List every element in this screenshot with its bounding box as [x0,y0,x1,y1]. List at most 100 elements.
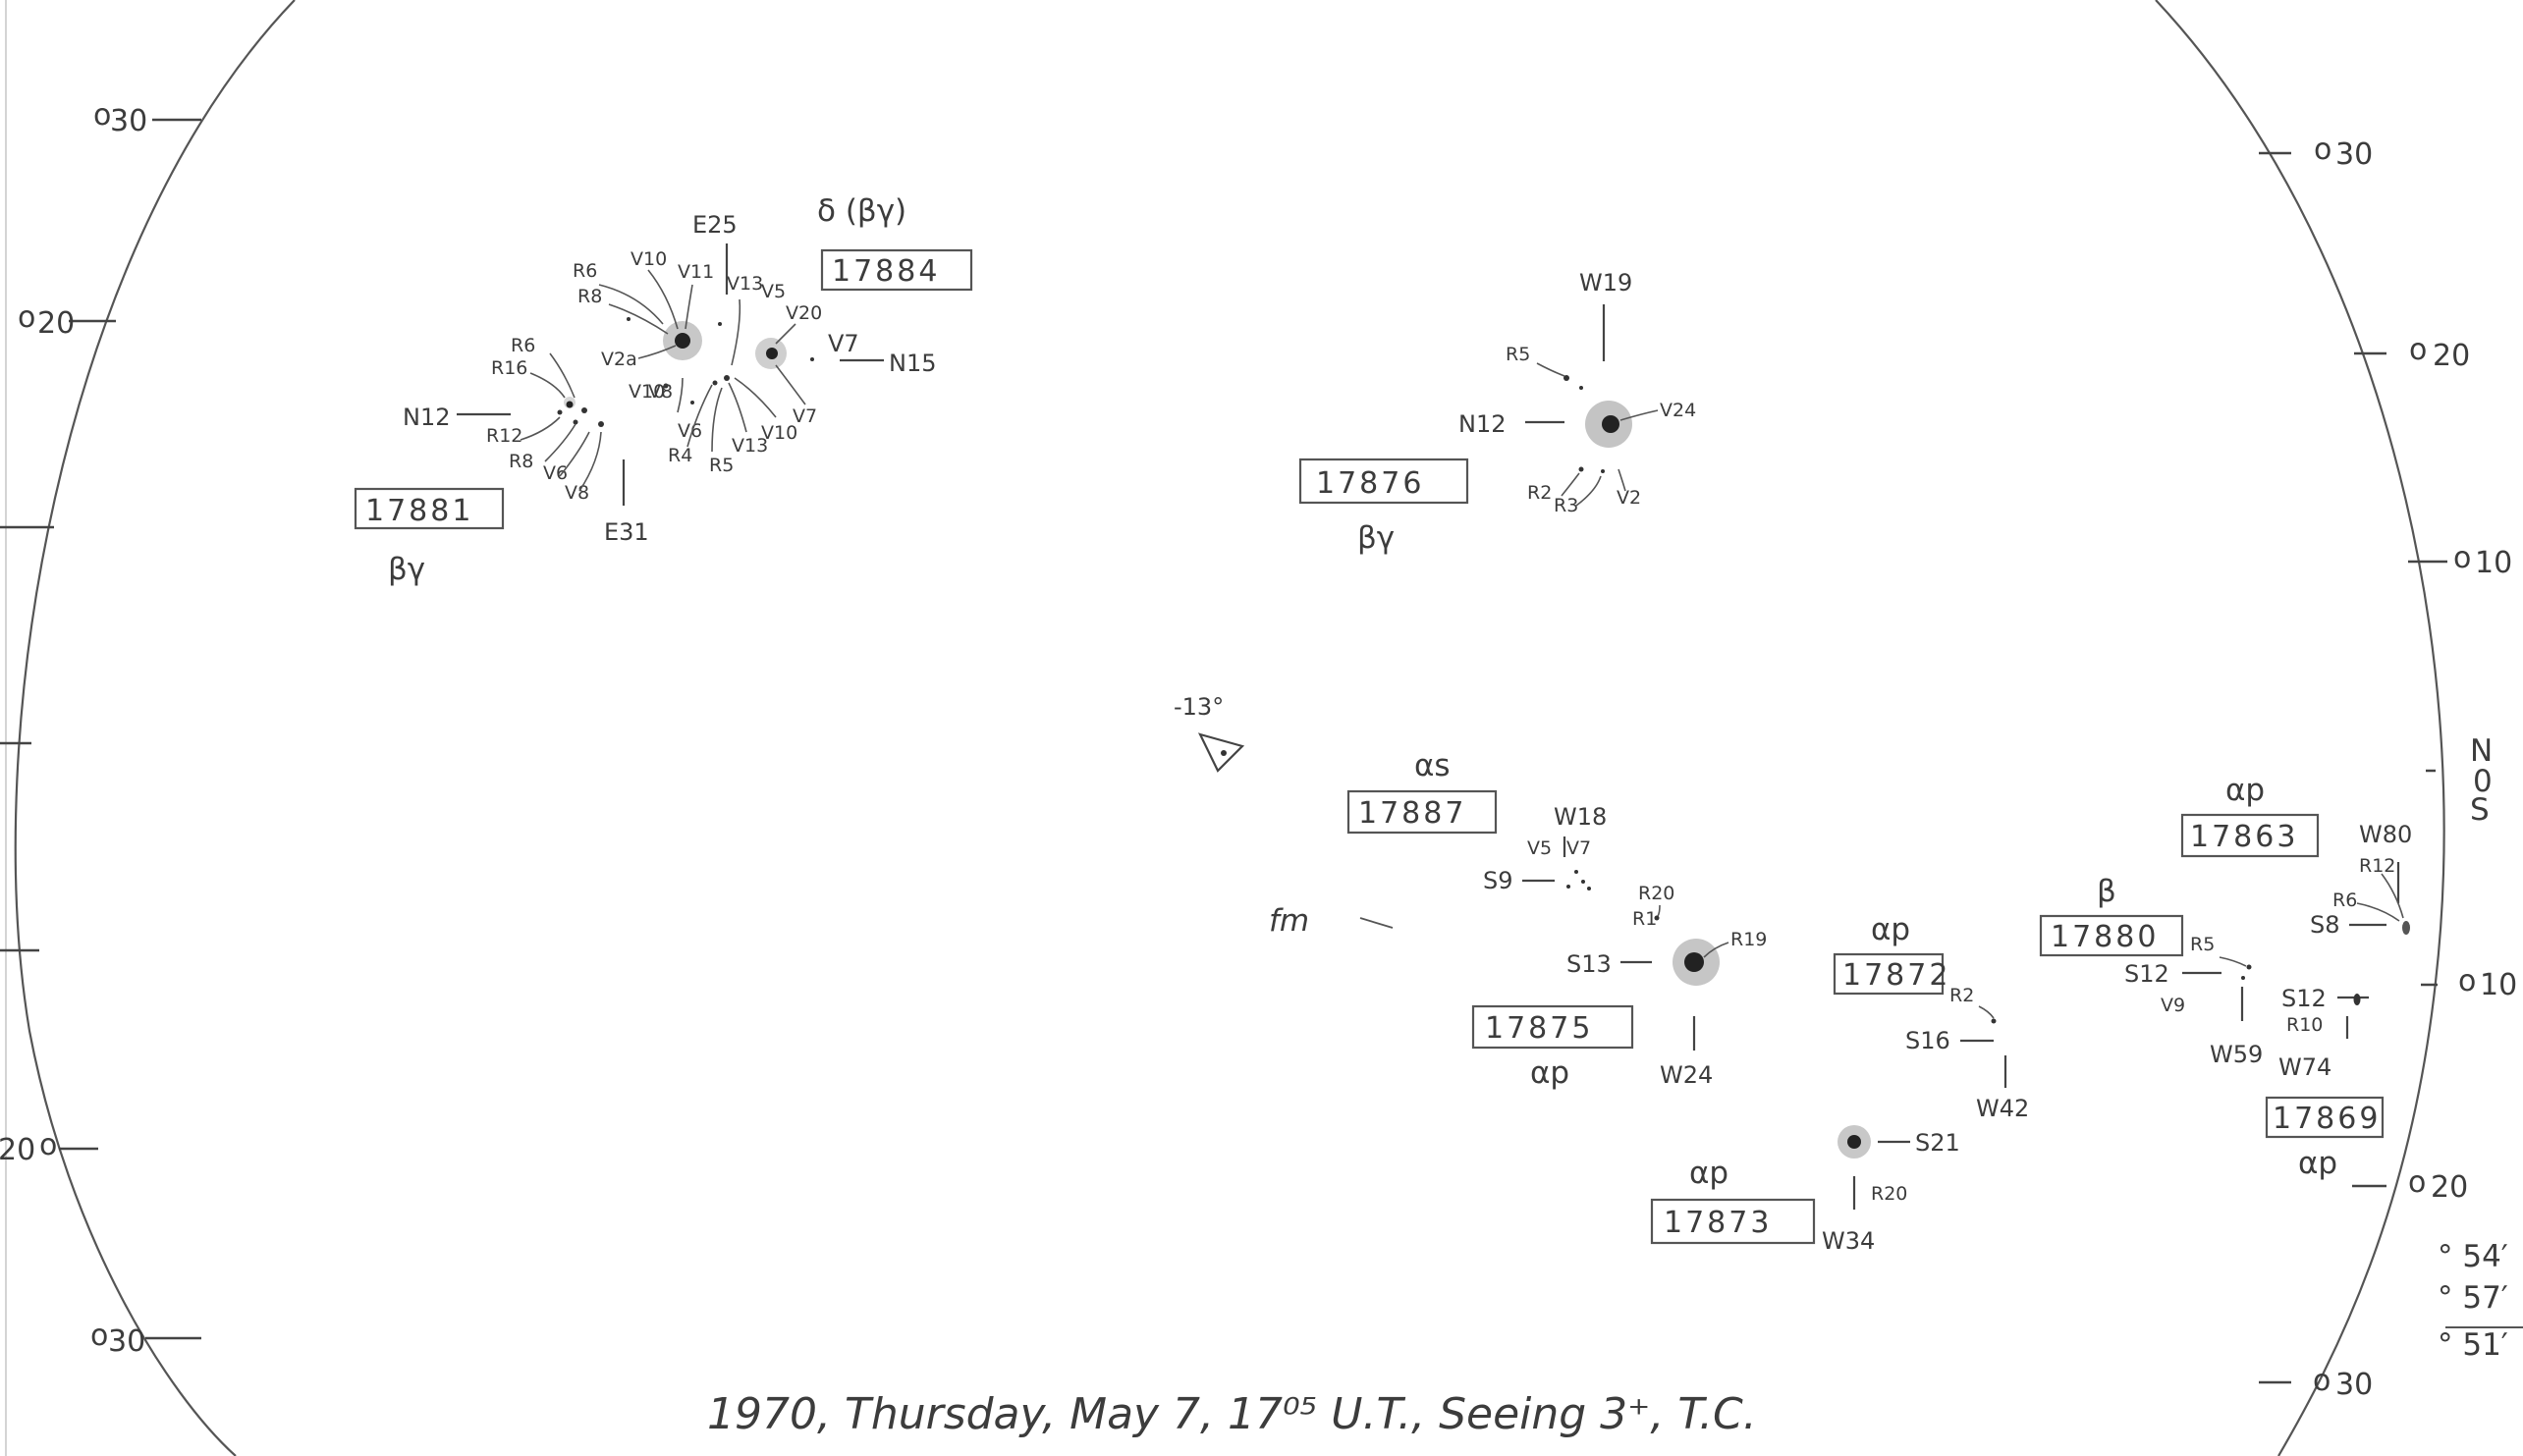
sunspot-17884-b-umbra [766,348,778,359]
label-r3-17876: R3 [1554,495,1578,516]
label-v20: V20 [786,302,822,324]
label-r8-left: R8 [509,451,533,472]
label-w19: W19 [1579,269,1632,297]
label-n12-17876: N12 [1458,410,1507,438]
right-tick-10-bottom: 10 [2480,968,2517,1002]
orientation-mark: -13° [1174,693,1224,721]
region-class-17880: β [2097,874,2116,909]
label-v7-17887: V7 [1566,837,1591,859]
region-class-17869: αp [2298,1146,2337,1181]
label-w24: W24 [1660,1061,1713,1089]
label-e25: E25 [692,211,738,239]
region-box-17881: 17881 [354,487,505,530]
label-v5: V5 [761,281,786,302]
svg-text:17875: 17875 [1485,1011,1593,1046]
svg-text:17881: 17881 [365,494,473,528]
label-w42: W42 [1976,1095,2029,1122]
svg-text:17884: 17884 [832,254,940,289]
label-v8-left: V8 [565,482,589,504]
region-box-17875: 17875 [1471,1004,1634,1050]
label-v10-top: V10 [631,248,667,270]
label-s13: S13 [1566,950,1612,978]
label-s16: S16 [1905,1027,1950,1054]
region-17881: 17881 βγ N12 R16 R6 R12 R8 V6 V8 E31 [354,335,649,587]
label-v6-left: V6 [543,462,568,484]
label-r8-top: R8 [577,286,602,307]
label-s12-17869: S12 [2281,985,2327,1012]
right-latitude-ticks [2259,151,2447,1384]
sunspot-17876-umbra [1602,415,1619,433]
region-17875: 17875 αp R20 R1 R19 S13 W24 [1471,883,1767,1091]
region-17863: 17863 αp W80 R12 R6 S8 [2180,773,2412,939]
svg-text:17876: 17876 [1316,466,1424,501]
region-17872: 17872 αp R2 S16 W42 [1833,912,2029,1122]
region-class-17875: αp [1530,1055,1569,1091]
orientation-triangle [1197,732,1245,773]
label-r5-17880: R5 [2190,934,2215,955]
region-17880: 17880 β R5 S12 V9 W59 [2039,874,2263,1068]
region-17869: 17869 αp S12 R10 W74 [2265,985,2385,1181]
region-class-17884: δ (βγ) [817,193,906,229]
margin-note: fm [1269,903,1309,939]
right-tick-30-bottom-degree: o [2313,1364,2331,1398]
left-tick-30-bottom: 30 [108,1324,145,1359]
label-n15: N15 [889,350,937,377]
label-s21: S21 [1915,1129,1960,1157]
label-w59: W59 [2210,1041,2263,1068]
left-tick-20-bottom: 20 [0,1133,35,1167]
right-tick-20-top: 20 [2433,339,2470,373]
region-box-17873: 17873 [1650,1198,1816,1245]
label-s8: S8 [2310,911,2340,939]
svg-text:17863: 17863 [2190,820,2298,854]
label-r6-left: R6 [511,335,535,356]
label-r16: R16 [491,357,527,379]
right-tick-20-top-degree: o [2409,333,2427,367]
svg-text:17880: 17880 [2051,920,2159,954]
svg-text:17872: 17872 [1842,958,1950,993]
label-w18: W18 [1554,803,1607,831]
label-r2-17876: R2 [1527,482,1552,504]
region-box-17863: 17863 [2180,813,2320,858]
label-r5-17876: R5 [1506,344,1530,365]
label-v7-east: V7 [828,330,859,357]
right-tick-20-bottom: 20 [2431,1170,2468,1205]
region-class-17876: βγ [1357,520,1395,556]
region-box-17880: 17880 [2039,914,2184,957]
label-r1-17875: R1 [1632,908,1657,930]
label-r6-17863: R6 [2332,890,2357,911]
region-class-17872: αp [1871,912,1910,947]
region-17873: 17873 αp S21 R20 W34 [1650,1125,1960,1255]
label-r20-17875: R20 [1638,883,1674,904]
label-v5-17887: V5 [1527,837,1552,859]
left-tick-20-top: 20 [37,306,75,341]
svg-text:17869: 17869 [2273,1102,2381,1136]
svg-text:17887: 17887 [1358,796,1466,831]
region-box-17887: 17887 [1346,789,1498,835]
margin-note-line [1359,917,1394,929]
region-17876: 17876 βγ W19 R5 N12 V24 R2 R3 V2 [1298,269,1696,556]
right-tick-30-bottom: 30 [2335,1368,2373,1402]
label-r5-mid: R5 [709,455,734,476]
left-tick-30-bottom-degree: o [90,1319,108,1353]
label-e31: E31 [604,518,649,546]
right-tick-10-bottom-degree: o [2458,964,2476,998]
label-v6-mid: V6 [678,420,702,442]
label-v2a: V2a [601,349,637,370]
right-tick-10-top-degree: o [2453,541,2471,575]
label-v7-low: V7 [793,405,817,427]
equator-label-zero: 0 [2473,764,2493,799]
label-v9-17880: V9 [2161,995,2185,1016]
equator-label-s: S [2470,792,2490,828]
right-tick-30-top: 30 [2335,137,2373,172]
region-class-17873: αp [1689,1156,1728,1191]
right-tick-20-bottom-degree: o [2408,1165,2426,1200]
limb-note-1: ° 54′ [2438,1239,2508,1274]
region-box-17872: 17872 [1833,952,1950,996]
label-v13-mid: V13 [732,435,768,457]
region-box-17869: 17869 [2265,1096,2385,1139]
left-tick-20-top-degree: o [18,300,35,335]
label-r10-17869: R10 [2286,1014,2323,1036]
region-box-17876: 17876 [1298,458,1469,505]
label-w34: W34 [1822,1227,1875,1255]
